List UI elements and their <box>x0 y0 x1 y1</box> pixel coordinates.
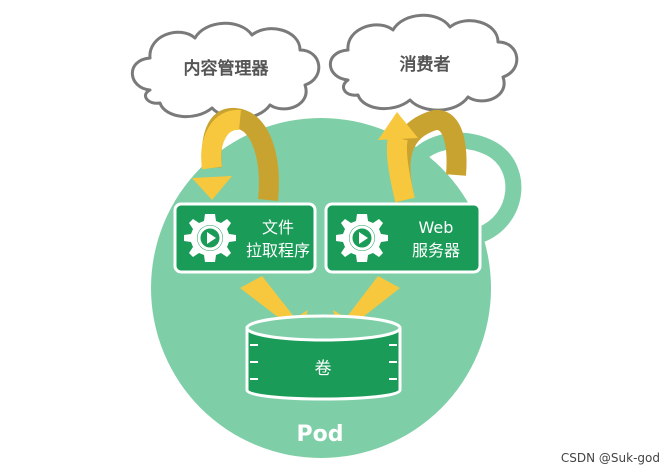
cloud-content-manager-label: 内容管理器 <box>184 58 270 79</box>
container-web-server: Web 服务器 <box>324 202 482 274</box>
container-file-puller: 文件 拉取程序 <box>173 202 317 274</box>
gear-play-icon <box>182 212 238 264</box>
volume-label: 卷 <box>315 359 332 379</box>
arrow-server-to-consumer <box>378 110 467 203</box>
cloud-consumer-label: 消费者 <box>400 54 451 75</box>
pod-loop-ring <box>398 132 522 243</box>
pod-circle <box>151 118 491 458</box>
watermark: CSDN @Suk-god <box>561 451 660 465</box>
gear-play-icon <box>334 212 390 264</box>
cloud-consumer: 消费者 <box>328 13 519 112</box>
volume-cylinder: 卷 <box>245 314 402 401</box>
arrow-manager-to-puller <box>192 108 279 201</box>
file-puller-label-1: 文件 <box>262 218 294 237</box>
web-server-label-2: 服务器 <box>412 241 460 260</box>
web-server-label-1: Web <box>419 218 454 237</box>
cloud-content-manager: 内容管理器 <box>130 21 321 120</box>
file-puller-label-2: 拉取程序 <box>246 241 310 260</box>
pod-label: Pod <box>297 422 344 447</box>
